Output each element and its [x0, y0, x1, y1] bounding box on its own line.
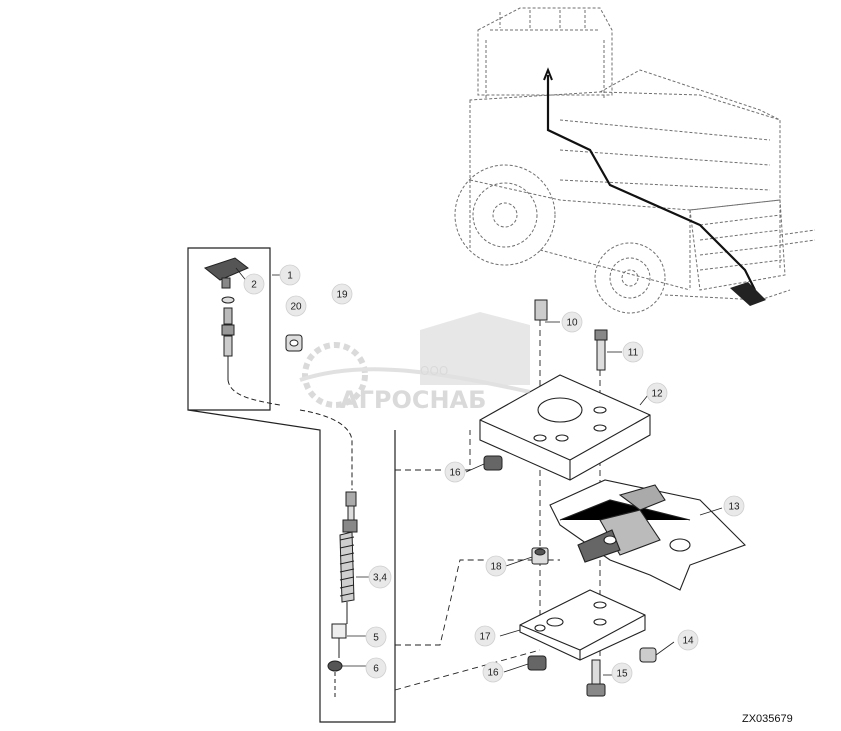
bottom-plate-part-17 — [519, 589, 646, 661]
callout-1: 1 — [279, 264, 301, 286]
callout-17: 17 — [474, 625, 496, 647]
routing-arrow-icon — [543, 67, 553, 81]
callout-5: 5 — [365, 626, 387, 648]
watermark-logo: ООО АГРОСНАБ — [299, 312, 531, 414]
spacer-part-10 — [534, 299, 548, 321]
callout-label: 16 — [449, 468, 461, 479]
callout-15: 15 — [611, 662, 633, 684]
callout-16: 16 — [482, 661, 504, 683]
callout-20: 20 — [285, 295, 307, 317]
callout-label: 6 — [373, 664, 379, 675]
callout-11: 11 — [622, 341, 644, 363]
callout-3-4: 3,4 — [368, 565, 392, 589]
detail-frame — [187, 247, 396, 723]
top-plate-part-12 — [479, 374, 651, 481]
nut-part-16-lower — [527, 655, 547, 671]
watermark-brand: АГРОСНАБ — [340, 386, 486, 414]
callout-label: 5 — [373, 633, 379, 644]
callout-label: 13 — [728, 502, 740, 513]
bolt-part-11 — [594, 329, 608, 371]
callout-13: 13 — [723, 495, 745, 517]
nut-part-20 — [285, 334, 303, 352]
throttle-cable-part — [299, 409, 358, 700]
cable-routing-line — [546, 75, 756, 291]
callout-leaders — [465, 321, 723, 676]
callout-19: 19 — [331, 283, 353, 305]
callout-label: 19 — [336, 290, 348, 301]
nut-part-14 — [639, 647, 657, 663]
callout-label: 12 — [651, 389, 663, 400]
tractor-overview-illustration — [454, 7, 816, 314]
cable-end-detail — [730, 282, 766, 306]
bolt-part-15 — [586, 659, 606, 697]
nut-part-16-upper — [483, 455, 503, 471]
callout-label: 1 — [287, 271, 293, 282]
callout-12: 12 — [646, 382, 668, 404]
spacer-part-18 — [531, 547, 549, 565]
callout-label: 3,4 — [373, 573, 387, 584]
callout-label: 11 — [628, 348, 639, 359]
callout-18: 18 — [485, 555, 507, 577]
callout-14: 14 — [677, 629, 699, 651]
callout-label: 14 — [682, 636, 694, 647]
callout-10: 10 — [561, 311, 583, 333]
callout-16: 16 — [444, 461, 466, 483]
callout-label: 2 — [251, 280, 257, 291]
callout-label: 18 — [490, 562, 502, 573]
callout-label: 16 — [487, 668, 499, 679]
watermark-prefix: ООО — [420, 364, 448, 378]
figure-id: ZX035679 — [742, 713, 793, 725]
cable-knob-part — [203, 257, 281, 406]
callout-label: 15 — [616, 669, 628, 680]
callout-label: 10 — [566, 318, 578, 329]
callout-6: 6 — [365, 657, 387, 679]
lever-bracket-part-13 — [549, 479, 746, 591]
callout-2: 2 — [243, 273, 265, 295]
callout-label: 17 — [479, 632, 491, 643]
callout-label: 20 — [290, 302, 302, 313]
